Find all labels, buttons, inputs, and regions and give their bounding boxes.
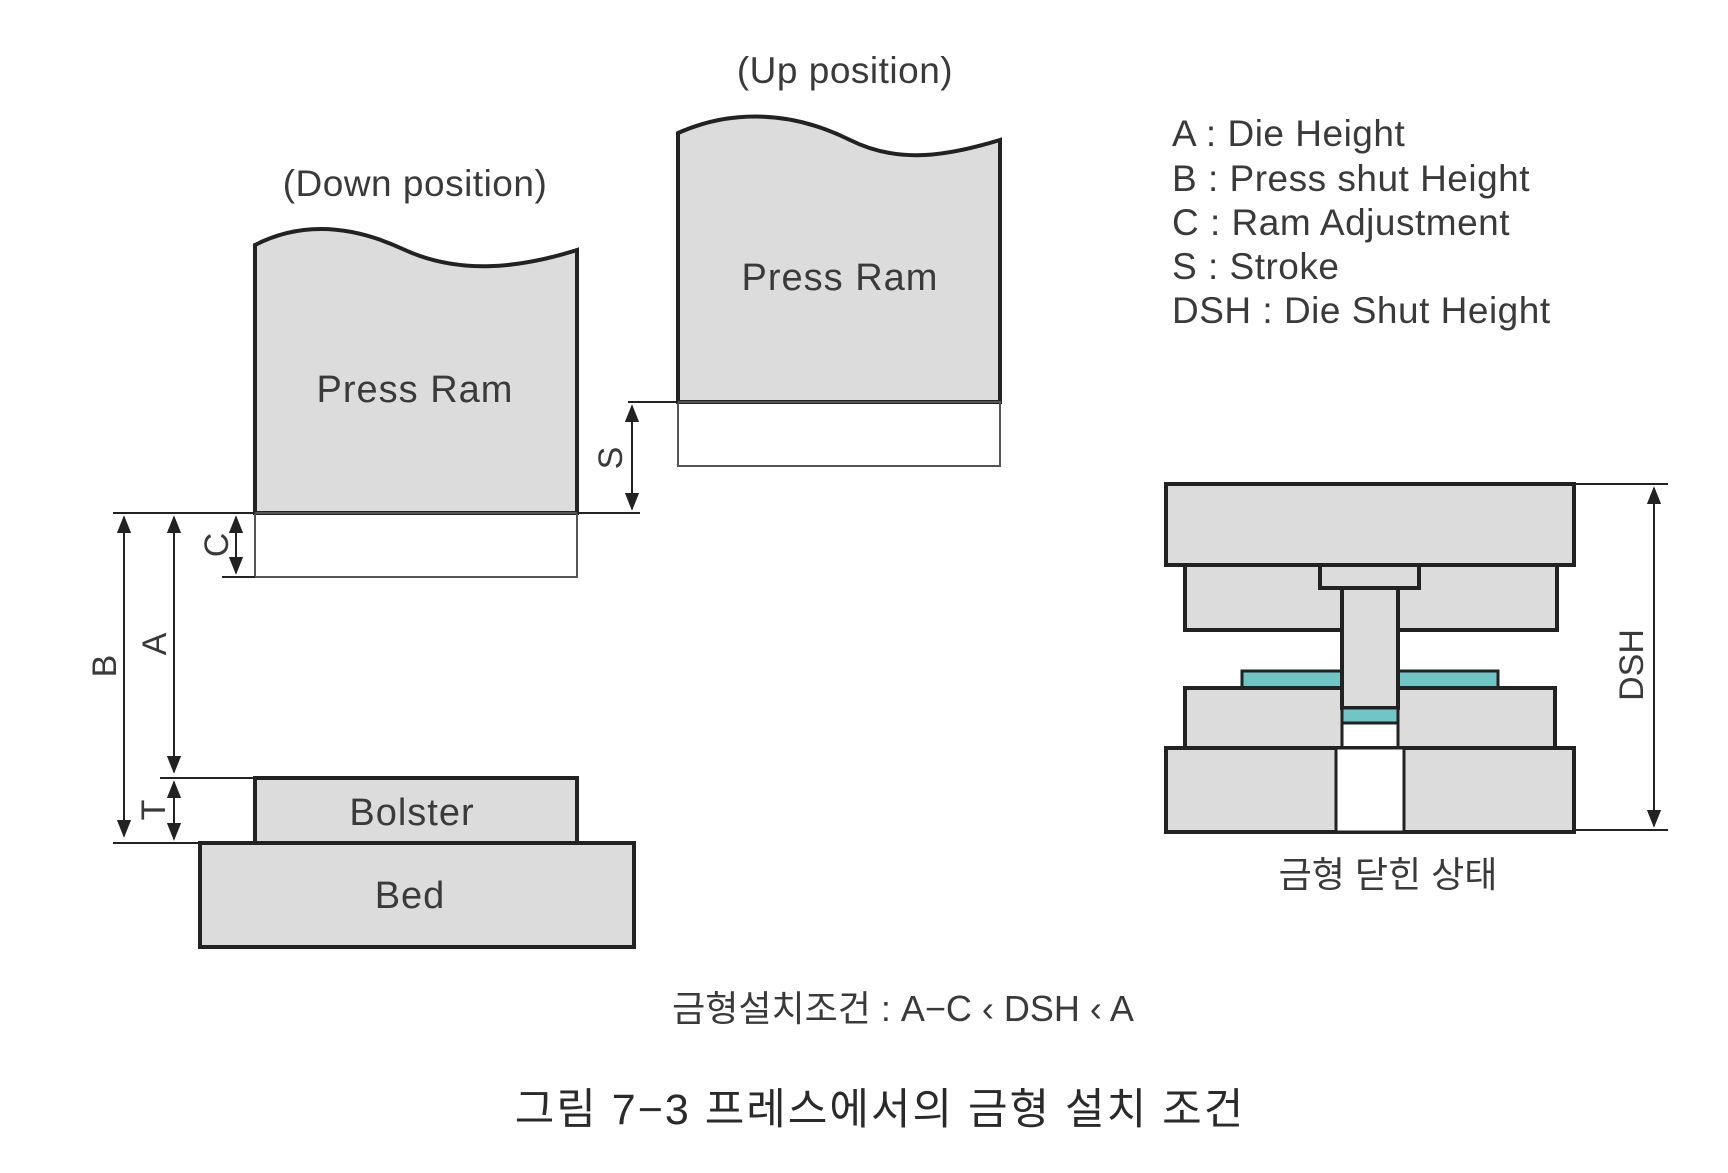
punch-holder xyxy=(1318,563,1421,590)
up-position-label: (Up position) xyxy=(737,50,953,91)
press-ram-up xyxy=(676,114,1002,404)
installation-condition: 금형설치조건 : A−C ‹ DSH ‹ A xyxy=(672,988,1134,1029)
punch xyxy=(1340,586,1400,710)
press-ram-down xyxy=(253,227,579,515)
legend-item-c: C : Ram Adjustment xyxy=(1172,202,1510,243)
die-height-label: A xyxy=(136,632,174,655)
bolster-label: Bolster xyxy=(349,792,474,834)
die-closed-caption: 금형 닫힌 상태 xyxy=(1279,854,1498,895)
ram-adjust-outline xyxy=(254,512,578,578)
stripper-plate-right xyxy=(1396,669,1500,690)
down-position-label: (Down position) xyxy=(283,163,548,204)
legend: A : Die Height B : Press shut Height C :… xyxy=(1172,113,1551,331)
legend-item-a: A : Die Height xyxy=(1172,113,1405,154)
stripper-plate-left xyxy=(1240,669,1344,690)
legend-item-dsh: DSH : Die Shut Height xyxy=(1172,290,1551,331)
legend-item-b: B : Press shut Height xyxy=(1172,158,1530,199)
workpiece-strip xyxy=(1340,706,1400,725)
bed-label: Bed xyxy=(375,875,446,917)
stroke-label: S xyxy=(592,447,630,470)
figure-title: 그림 7−3 프레스에서의 금형 설치 조건 xyxy=(515,1086,1246,1134)
bed xyxy=(198,841,636,949)
ram-adjustment-label: C xyxy=(198,533,236,558)
bolster-thickness-label: T xyxy=(135,800,173,821)
legend-item-s: S : Stroke xyxy=(1172,246,1339,287)
press-ram-down-label: Press Ram xyxy=(317,369,514,411)
closed-die-set xyxy=(1164,482,1576,834)
upper-die-shoe xyxy=(1164,482,1576,567)
press-shut-height-label: B xyxy=(86,655,124,678)
ram-up-travel-outline xyxy=(677,401,1001,467)
press-ram-up-label: Press Ram xyxy=(742,257,939,299)
die-shut-height-label: DSH xyxy=(1613,629,1651,701)
slug-hole xyxy=(1334,746,1406,834)
